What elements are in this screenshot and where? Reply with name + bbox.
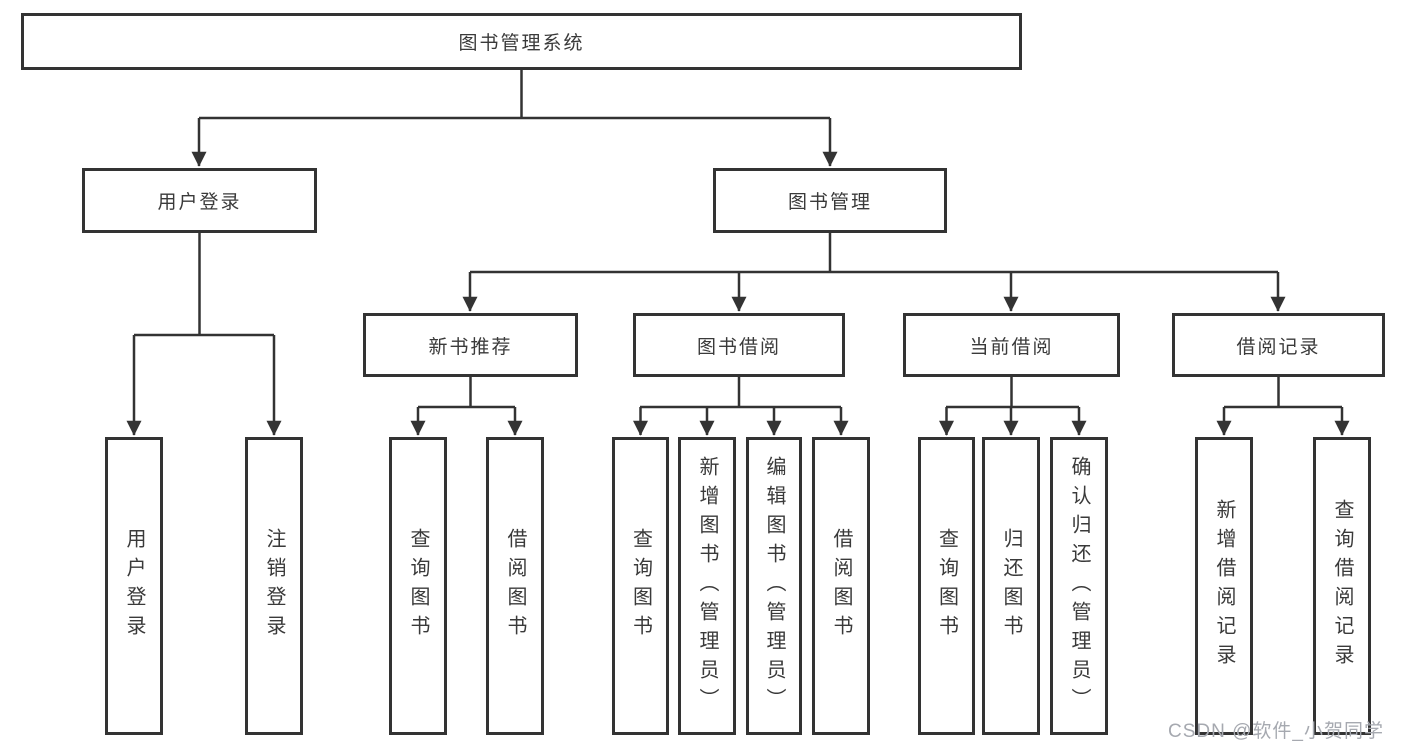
node-library-management-system: 图书管理系统 [21, 13, 1022, 70]
leaf-label: 确认归还（管理员） [1068, 455, 1090, 717]
leaf-label: 编辑图书（管理员） [763, 455, 785, 717]
leaf-borrow-books: 借阅图书 [812, 437, 870, 735]
node-book-borrowing: 图书借阅 [633, 313, 845, 377]
leaf-logout: 注销登录 [245, 437, 303, 735]
leaf-query-books: 查询图书 [612, 437, 669, 735]
node-borrowing-records: 借阅记录 [1172, 313, 1385, 377]
leaf-label: 归还图书 [1000, 528, 1022, 644]
leaf-edit-books-admin: 编辑图书（管理员） [746, 437, 802, 735]
leaf-label: 查询图书 [935, 528, 958, 644]
leaf-add-borrow-record: 新增借阅记录 [1195, 437, 1253, 735]
leaf-label: 新增借阅记录 [1213, 499, 1235, 673]
leaf-add-books-admin: 新增图书（管理员） [678, 437, 736, 735]
leaf-query-books: 查询图书 [918, 437, 975, 735]
node-label: 图书管理系统 [458, 33, 585, 54]
leaf-return-books: 归还图书 [982, 437, 1040, 735]
leaf-user-login: 用户登录 [105, 437, 163, 735]
csdn-watermark: CSDN @软件_小贺同学 [1168, 721, 1384, 742]
node-current-borrowing: 当前借阅 [903, 313, 1120, 377]
node-label: 新书推荐 [428, 336, 513, 358]
leaf-confirm-return-admin: 确认归还（管理员） [1050, 437, 1108, 735]
node-label: 图书管理 [787, 192, 872, 213]
leaf-borrow-books: 借阅图书 [486, 437, 544, 735]
leaf-label: 借阅图书 [830, 528, 852, 644]
leaf-label: 新增图书（管理员） [696, 455, 718, 717]
leaf-query-books: 查询图书 [389, 437, 447, 735]
node-label: 当前借阅 [969, 336, 1054, 358]
node-label: 借阅记录 [1236, 336, 1321, 358]
node-label: 用户登录 [157, 192, 242, 213]
leaf-label: 查询图书 [407, 528, 429, 644]
node-new-book-recommend: 新书推荐 [363, 313, 578, 377]
leaf-label: 查询借阅记录 [1331, 499, 1353, 673]
leaf-label: 用户登录 [123, 528, 145, 644]
node-label: 图书借阅 [696, 336, 781, 358]
node-book-management: 图书管理 [713, 168, 947, 233]
leaf-label: 借阅图书 [504, 528, 526, 644]
node-user-login: 用户登录 [82, 168, 317, 233]
leaf-label: 注销登录 [263, 528, 285, 644]
leaf-query-borrow-record: 查询借阅记录 [1313, 437, 1371, 735]
leaf-label: 查询图书 [629, 528, 652, 644]
